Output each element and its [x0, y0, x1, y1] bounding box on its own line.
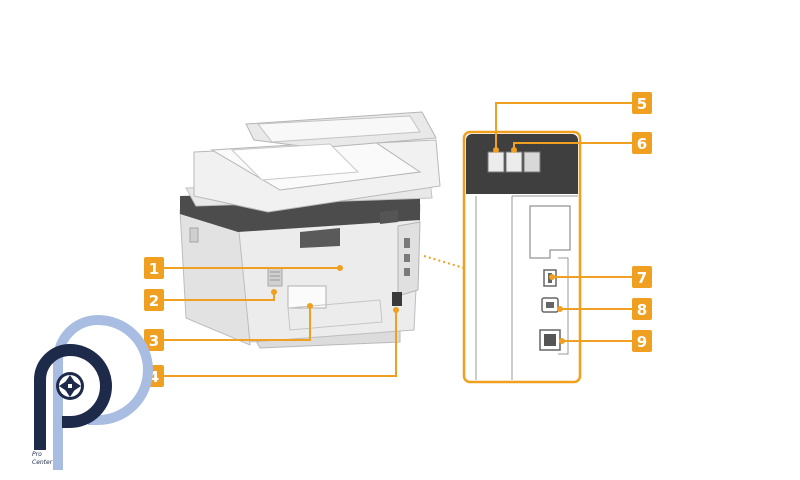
logo-text-line1: Pro: [32, 451, 42, 458]
callout-number: 5: [637, 95, 647, 113]
telephone-jack-external: [487, 151, 505, 173]
callout-number: 2: [149, 292, 159, 310]
camera-aperture-icon: [56, 372, 84, 400]
callout-number: 1: [149, 260, 159, 278]
callout-badge-5: 5: [632, 92, 652, 114]
callout-leader-lines: [164, 102, 632, 377]
callout-endpoints: [271, 147, 565, 344]
callout-number: 6: [637, 135, 647, 153]
callout-number: 8: [637, 301, 647, 319]
telephone-jack-line: [505, 151, 523, 173]
panel-pointer-line: [423, 255, 465, 269]
callout-badge-6: 6: [632, 132, 652, 154]
callout-badge-7: 7: [632, 266, 652, 288]
logo-text-line2: Center: [32, 459, 53, 466]
callout-number: 4: [149, 368, 159, 386]
callout-badge-2: 2: [144, 289, 164, 311]
callout-badge-1: 1: [144, 257, 164, 279]
callout-badge-3: 3: [144, 329, 164, 351]
callout-number: 9: [637, 333, 647, 351]
callout-number: 7: [637, 269, 647, 287]
callout-badge-8: 8: [632, 298, 652, 320]
callout-number: 3: [149, 332, 159, 350]
printer-illustration: [179, 111, 441, 349]
connector-panel-closeup: [462, 130, 582, 384]
callout-badge-9: 9: [632, 330, 652, 352]
procenter-logo: Pro Center: [32, 314, 153, 470]
